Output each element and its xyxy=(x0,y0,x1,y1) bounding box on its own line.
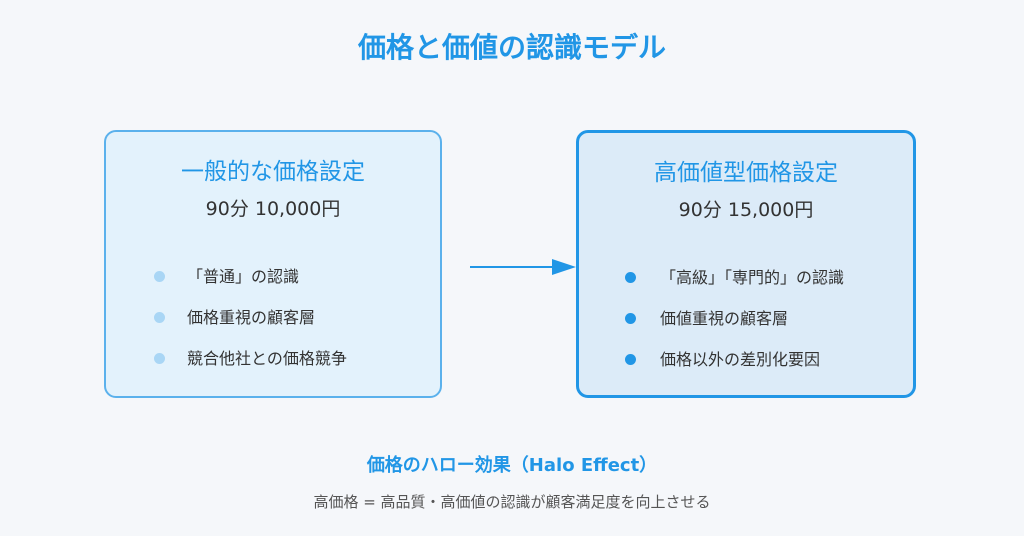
list-item-label: 価格重視の顧客層 xyxy=(187,307,316,327)
halo-effect-description: 高価格 = 高品質・高価値の認識が顧客満足度を向上させる xyxy=(313,493,711,511)
list-item: 「普通」の認識 xyxy=(154,256,347,297)
high-value-pricing-price: 90分 15,000円 xyxy=(678,199,814,221)
list-item: 価値重視の顧客層 xyxy=(625,298,844,339)
high-value-pricing-list: 「高級」「専門的」の認識 価値重視の顧客層 価格以外の差別化要因 xyxy=(625,257,844,380)
bullet-dot-icon xyxy=(625,313,636,324)
list-item-label: 価格以外の差別化要因 xyxy=(660,349,821,369)
bullet-dot-icon xyxy=(154,353,165,364)
page-title: 価格と価値の認識モデル xyxy=(357,31,666,64)
bullet-dot-icon xyxy=(154,312,165,323)
halo-effect-title: 価格のハロー効果（Halo Effect） xyxy=(366,455,658,476)
list-item: 価格重視の顧客層 xyxy=(154,297,347,338)
standard-pricing-title: 一般的な価格設定 xyxy=(181,159,365,185)
list-item-label: 「高級」「専門的」の認識 xyxy=(660,267,845,287)
bullet-dot-icon xyxy=(154,271,165,282)
list-item-label: 「普通」の認識 xyxy=(187,266,300,286)
arrow-right-icon xyxy=(470,259,576,275)
standard-pricing-price: 90分 10,000円 xyxy=(205,198,341,220)
high-value-pricing-title: 高価値型価格設定 xyxy=(654,160,838,186)
bullet-dot-icon xyxy=(625,354,636,365)
high-value-pricing-box: 高価値型価格設定 90分 15,000円 「高級」「専門的」の認識 価値重視の顧… xyxy=(576,130,916,398)
bullet-dot-icon xyxy=(625,272,636,283)
standard-pricing-list: 「普通」の認識 価格重視の顧客層 競合他社との価格競争 xyxy=(154,256,347,379)
list-item-label: 競合他社との価格競争 xyxy=(187,348,347,368)
list-item: 「高級」「専門的」の認識 xyxy=(625,257,844,298)
list-item: 価格以外の差別化要因 xyxy=(625,339,844,380)
standard-pricing-box: 一般的な価格設定 90分 10,000円 「普通」の認識 価格重視の顧客層 競合… xyxy=(104,130,442,398)
list-item-label: 価値重視の顧客層 xyxy=(660,308,789,328)
list-item: 競合他社との価格競争 xyxy=(154,338,347,379)
